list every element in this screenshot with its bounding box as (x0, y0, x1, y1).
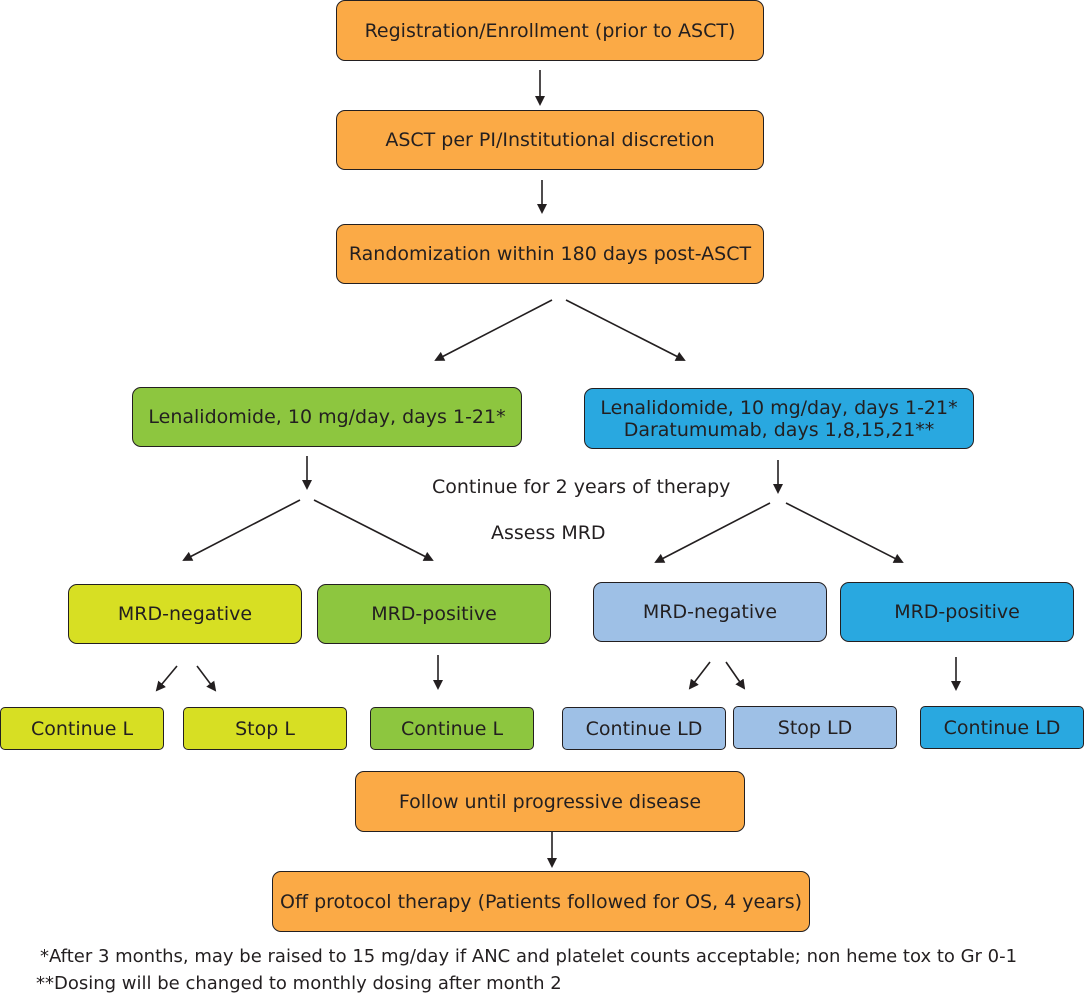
asct-label: ASCT per PI/Institutional discretion (385, 129, 715, 151)
arrow-ld-neg-to-continue (688, 661, 711, 690)
ld-pos-continue-box: Continue LD (920, 706, 1084, 749)
off-protocol-box: Off protocol therapy (Patients followed … (272, 871, 810, 932)
arm-ld-line2: Daratumumab, days 1,8,15,21** (623, 418, 935, 441)
footnote-1: *After 3 months, may be raised to 15 mg/… (40, 946, 1018, 967)
arm-ld-box: Lenalidomide, 10 mg/day, days 1-21* Dara… (584, 388, 974, 449)
ld-neg-continue-label: Continue LD (585, 717, 703, 740)
l-neg-continue-label: Continue L (30, 717, 134, 740)
l-mrd-positive-label: MRD-positive (371, 603, 497, 625)
arrow-arm-l-to-mrd-positive (313, 499, 434, 561)
ld-neg-continue-box: Continue LD (562, 707, 726, 750)
ld-mrd-positive-label: MRD-positive (894, 601, 1020, 623)
asct-box: ASCT per PI/Institutional discretion (336, 110, 764, 170)
l-pos-continue-box: Continue L (370, 707, 534, 750)
footnote-2: **Dosing will be changed to monthly dosi… (36, 973, 562, 994)
arrow-ld-neg-to-stop (725, 661, 746, 690)
continue-2-years-label: Continue for 2 years of therapy (432, 476, 731, 498)
off-protocol-label: Off protocol therapy (Patients followed … (279, 890, 803, 913)
l-mrd-negative-box: MRD-negative (68, 584, 302, 644)
arrow-arm-ld-to-mrd-positive (785, 502, 904, 563)
ld-mrd-negative-box: MRD-negative (593, 582, 827, 642)
l-neg-continue-box: Continue L (0, 707, 164, 750)
l-mrd-negative-label: MRD-negative (117, 603, 253, 625)
ld-mrd-negative-label: MRD-negative (642, 601, 778, 623)
arrow-l-neg-to-continue (155, 665, 178, 692)
follow-label: Follow until progressive disease (398, 790, 702, 813)
randomization-label: Randomization within 180 days post-ASCT (348, 243, 752, 265)
l-mrd-positive-box: MRD-positive (317, 584, 551, 644)
ld-neg-stop-box: Stop LD (733, 706, 897, 749)
l-neg-stop-label: Stop L (235, 717, 295, 740)
arrow-randomization-to-arm-ld (565, 299, 686, 361)
follow-box: Follow until progressive disease (355, 771, 745, 832)
arrow-randomization-to-arm-l (434, 299, 553, 361)
l-neg-stop-box: Stop L (183, 707, 347, 750)
arrow-arm-ld-to-mrd-negative (654, 502, 771, 563)
l-pos-continue-label: Continue L (400, 717, 504, 740)
arm-ld-line1: Lenalidomide, 10 mg/day, days 1-21* (600, 396, 958, 419)
registration-label: Registration/Enrollment (prior to ASCT) (364, 19, 736, 42)
arm-l-box: Lenalidomide, 10 mg/day, days 1-21* (132, 387, 522, 447)
assess-mrd-label: Assess MRD (491, 522, 606, 544)
ld-mrd-positive-box: MRD-positive (840, 582, 1074, 642)
registration-box: Registration/Enrollment (prior to ASCT) (336, 0, 764, 61)
arm-l-label: Lenalidomide, 10 mg/day, days 1-21* (148, 406, 506, 428)
ld-neg-stop-label: Stop LD (777, 716, 853, 739)
randomization-box: Randomization within 180 days post-ASCT (336, 224, 764, 284)
arrow-arm-l-to-mrd-negative (182, 499, 301, 561)
ld-pos-continue-label: Continue LD (943, 716, 1061, 739)
arrow-l-neg-to-stop (196, 665, 217, 692)
